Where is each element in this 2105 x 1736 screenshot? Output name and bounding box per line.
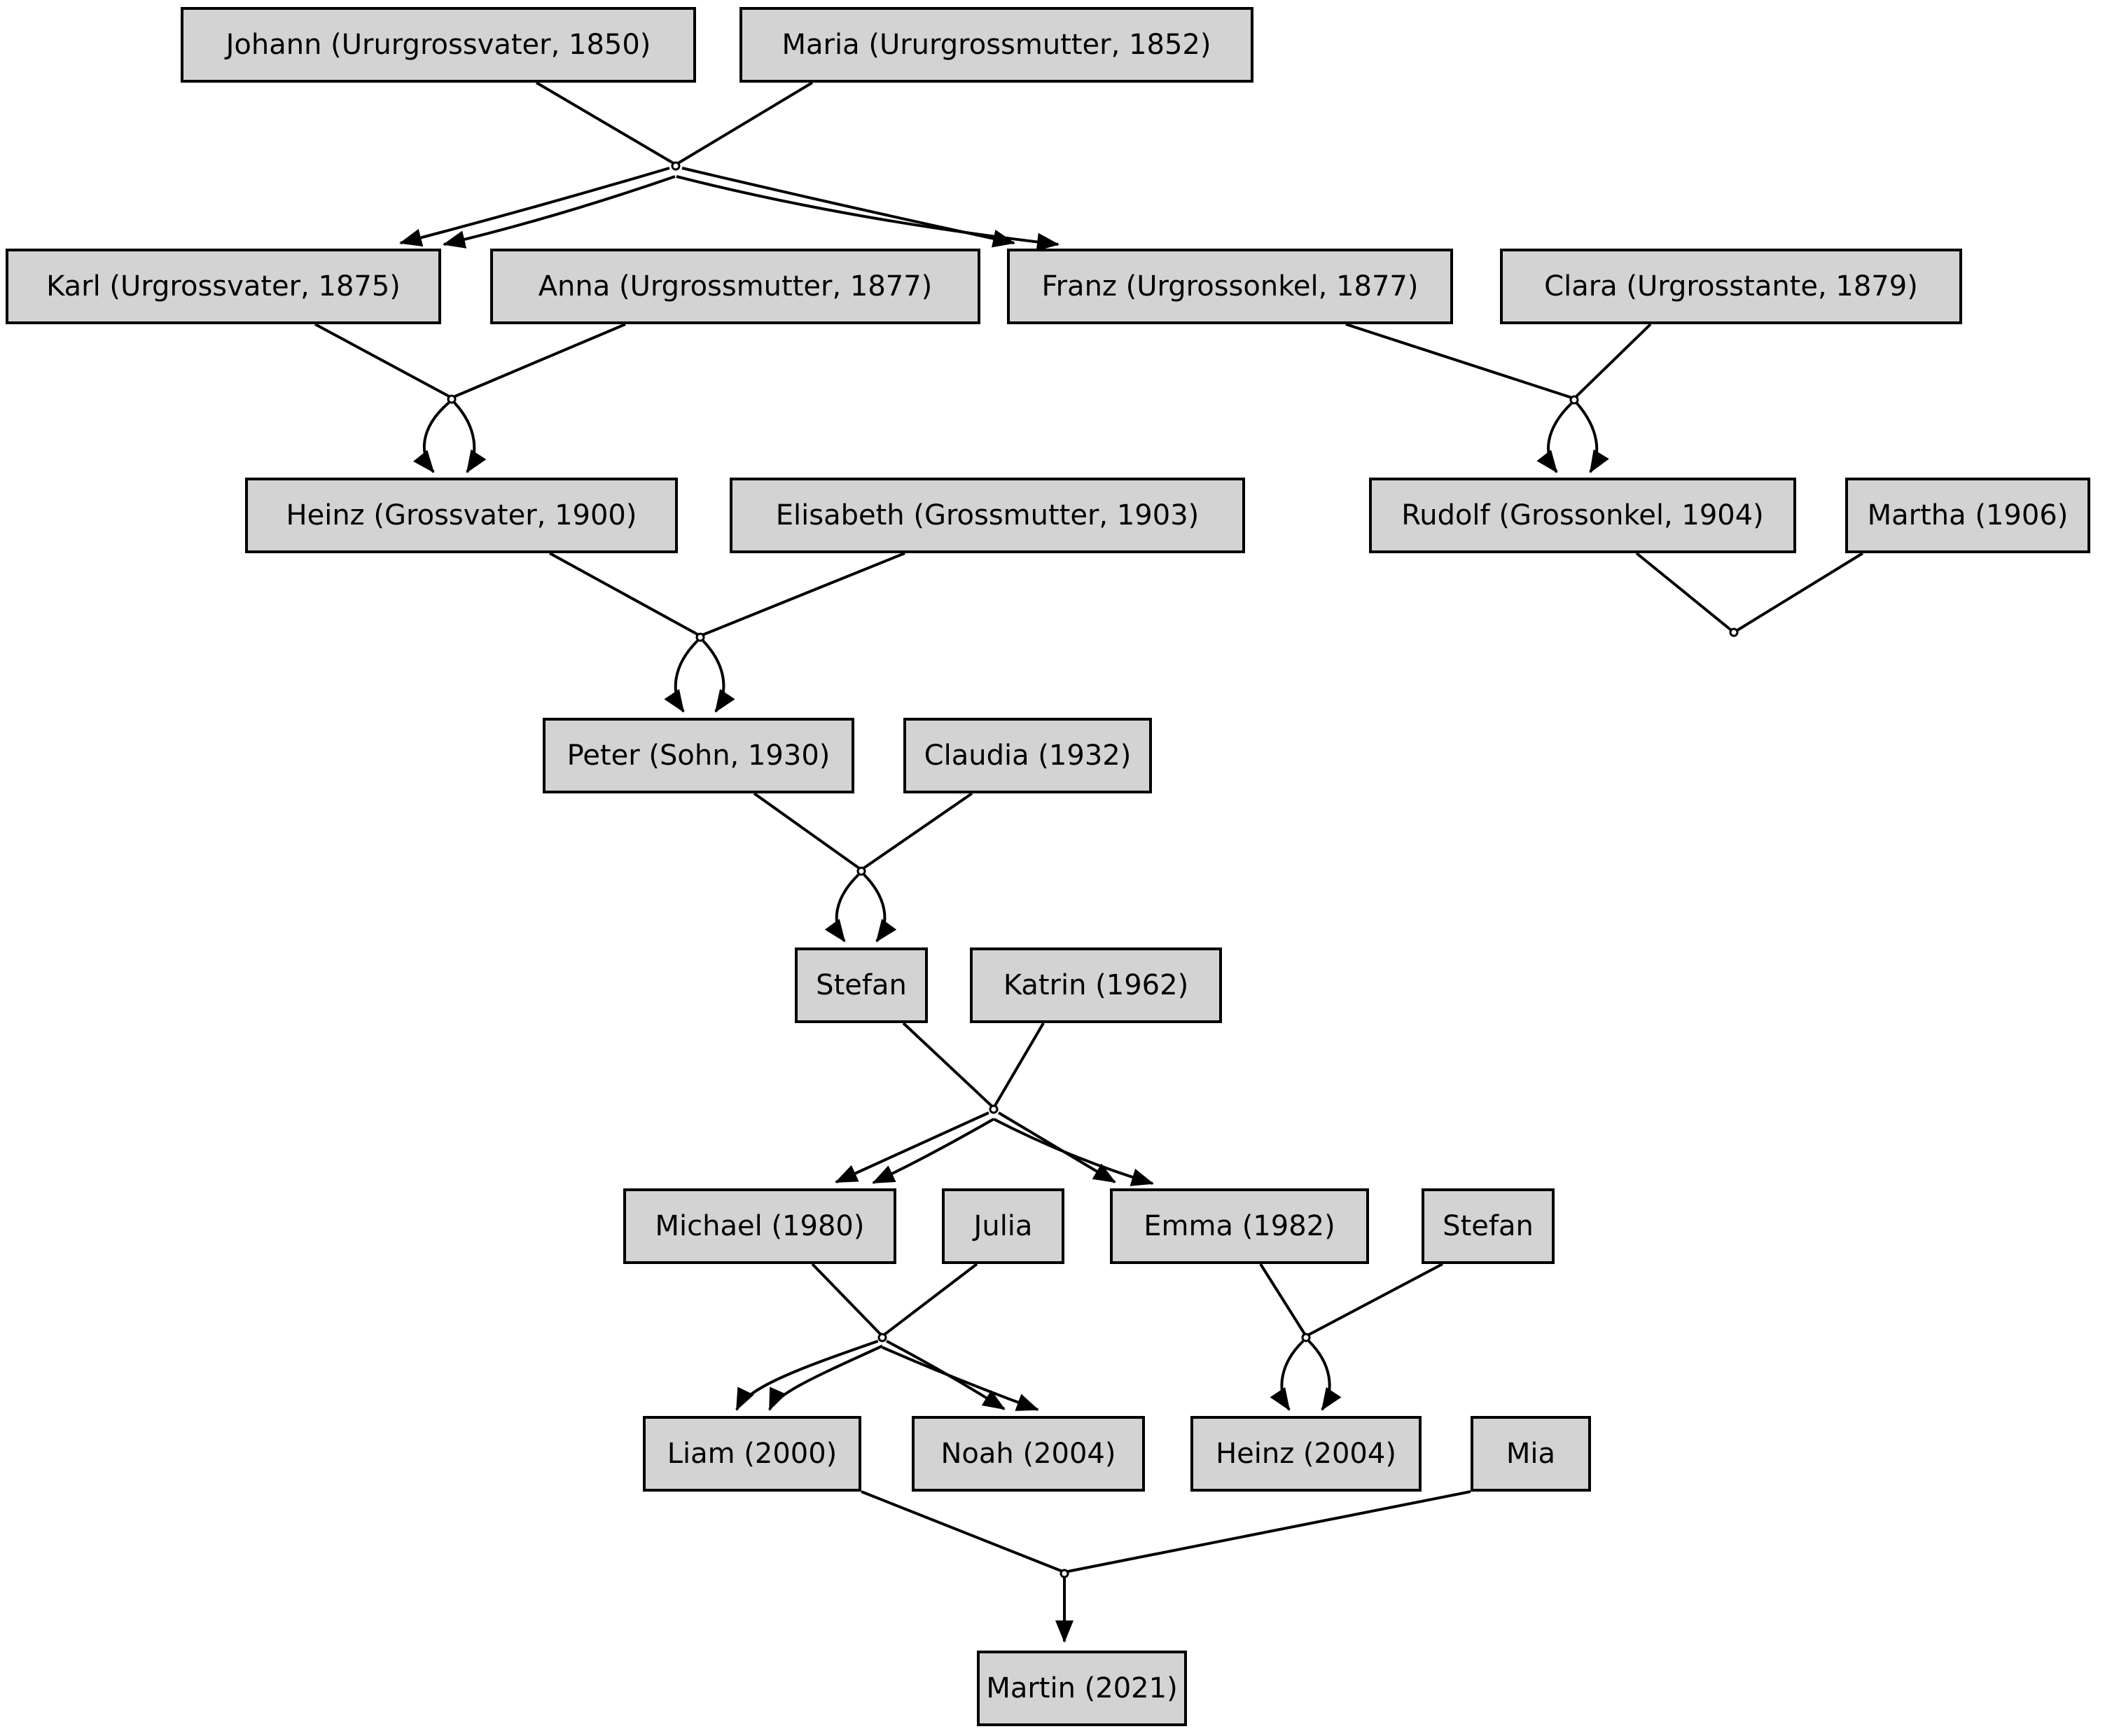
edge-karl-union — [314, 323, 452, 399]
edge-union-heinz-jr-2 — [1307, 1340, 1342, 1411]
edge-union-karl-2 — [443, 175, 676, 249]
edge-anna-union — [451, 323, 626, 399]
node-julia: Julia — [942, 1188, 1064, 1264]
edge-union-heinz-2 — [453, 401, 487, 473]
node-mia: Mia — [1471, 1416, 1591, 1492]
node-franz: Franz (Urgrossonkel, 1877) — [1007, 249, 1453, 324]
edge-union-noah-2 — [882, 1346, 1039, 1411]
edge-mia-union — [1064, 1490, 1471, 1574]
node-liam: Liam (2000) — [643, 1416, 861, 1492]
edge-elisabeth-union — [700, 552, 905, 637]
node-rudolf: Rudolf (Grossonkel, 1904) — [1369, 478, 1796, 553]
edge-union-stefan-sr-1 — [824, 873, 860, 943]
edge-union-heinz-jr-1 — [1270, 1340, 1305, 1411]
edge-union-franz-2 — [676, 175, 1060, 251]
node-maria: Maria (Ururgrossmutter, 1852) — [739, 7, 1253, 83]
edge-michael-union — [811, 1263, 884, 1338]
union-dot-emma-stefan — [1301, 1333, 1311, 1342]
union-dot-liam-mia — [1060, 1569, 1069, 1578]
edge-rudolf-union — [1635, 552, 1735, 634]
node-anna: Anna (Urgrossmutter, 1877) — [490, 249, 980, 324]
edge-claudia-union — [860, 792, 973, 871]
edge-union-peter-2 — [702, 639, 735, 713]
edge-union-heinz-1 — [413, 401, 450, 473]
node-heinz: Heinz (Grossvater, 1900) — [245, 478, 678, 553]
node-noah: Noah (2004) — [912, 1416, 1145, 1492]
edge-union-michael-1 — [835, 1111, 989, 1183]
edge-liam-union — [861, 1490, 1065, 1574]
node-johann: Johann (Ururgrossvater, 1850) — [181, 7, 696, 83]
edge-stefan-jr-union — [1305, 1263, 1443, 1338]
edge-peter-union — [753, 792, 863, 871]
union-dot-stefan-katrin — [989, 1104, 999, 1114]
edge-franz-union — [1345, 323, 1575, 400]
node-emma: Emma (1982) — [1110, 1188, 1369, 1264]
edge-union-rudolf-2 — [1576, 402, 1609, 473]
edge-johann-union — [535, 81, 677, 166]
edge-union-peter-1 — [664, 639, 699, 713]
edge-martha-union — [1732, 552, 1864, 634]
node-stefan-jr: Stefan — [1422, 1188, 1555, 1264]
edge-katrin-union — [992, 1022, 1045, 1109]
union-dot-peter-claudia — [856, 866, 866, 876]
union-dot-michael-julia — [877, 1333, 887, 1342]
node-claudia: Claudia (1932) — [903, 718, 1152, 793]
edge-union-emma-2 — [993, 1118, 1154, 1186]
edge-heinz-union — [549, 552, 701, 637]
node-peter: Peter (Sohn, 1930) — [543, 718, 854, 793]
edge-union-karl-1 — [399, 167, 670, 247]
union-dot-rudolf-martha — [1729, 627, 1739, 637]
node-martin: Martin (2021) — [977, 1651, 1187, 1726]
edge-clara-union — [1573, 323, 1652, 400]
node-elisabeth: Elisabeth (Grossmutter, 1903) — [730, 478, 1245, 553]
node-heinz-jr: Heinz (2004) — [1190, 1416, 1422, 1492]
edge-union-stefan-sr-2 — [863, 873, 897, 943]
edge-stefan-sr-union — [902, 1022, 995, 1109]
edge-union-liam-1 — [735, 1340, 879, 1411]
union-dot-johann-maria — [671, 161, 681, 171]
node-stefan-sr: Stefan — [795, 947, 928, 1023]
node-clara: Clara (Urgrosstante, 1879) — [1500, 249, 1962, 324]
edge-union-liam-2 — [768, 1345, 883, 1411]
edge-union-rudolf-1 — [1536, 402, 1573, 473]
edge-maria-union — [674, 81, 814, 166]
node-katrin: Katrin (1962) — [970, 947, 1222, 1023]
union-dot-karl-anna — [447, 394, 457, 404]
edge-union-michael-2 — [872, 1118, 994, 1184]
node-karl: Karl (Urgrossvater, 1875) — [6, 249, 441, 324]
node-michael: Michael (1980) — [623, 1188, 896, 1264]
union-dot-heinz-elisabeth — [695, 632, 705, 642]
node-martha: Martha (1906) — [1845, 478, 2090, 553]
edge-emma-union — [1259, 1263, 1307, 1338]
edge-julia-union — [881, 1263, 978, 1338]
union-dot-franz-clara — [1569, 395, 1579, 405]
